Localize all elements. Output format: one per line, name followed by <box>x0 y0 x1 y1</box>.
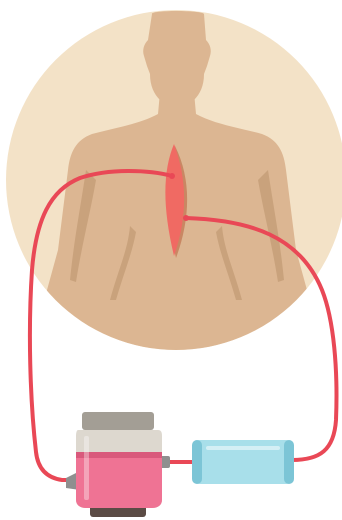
blood-pump-icon <box>66 412 170 517</box>
oxygenator-icon <box>192 440 294 484</box>
